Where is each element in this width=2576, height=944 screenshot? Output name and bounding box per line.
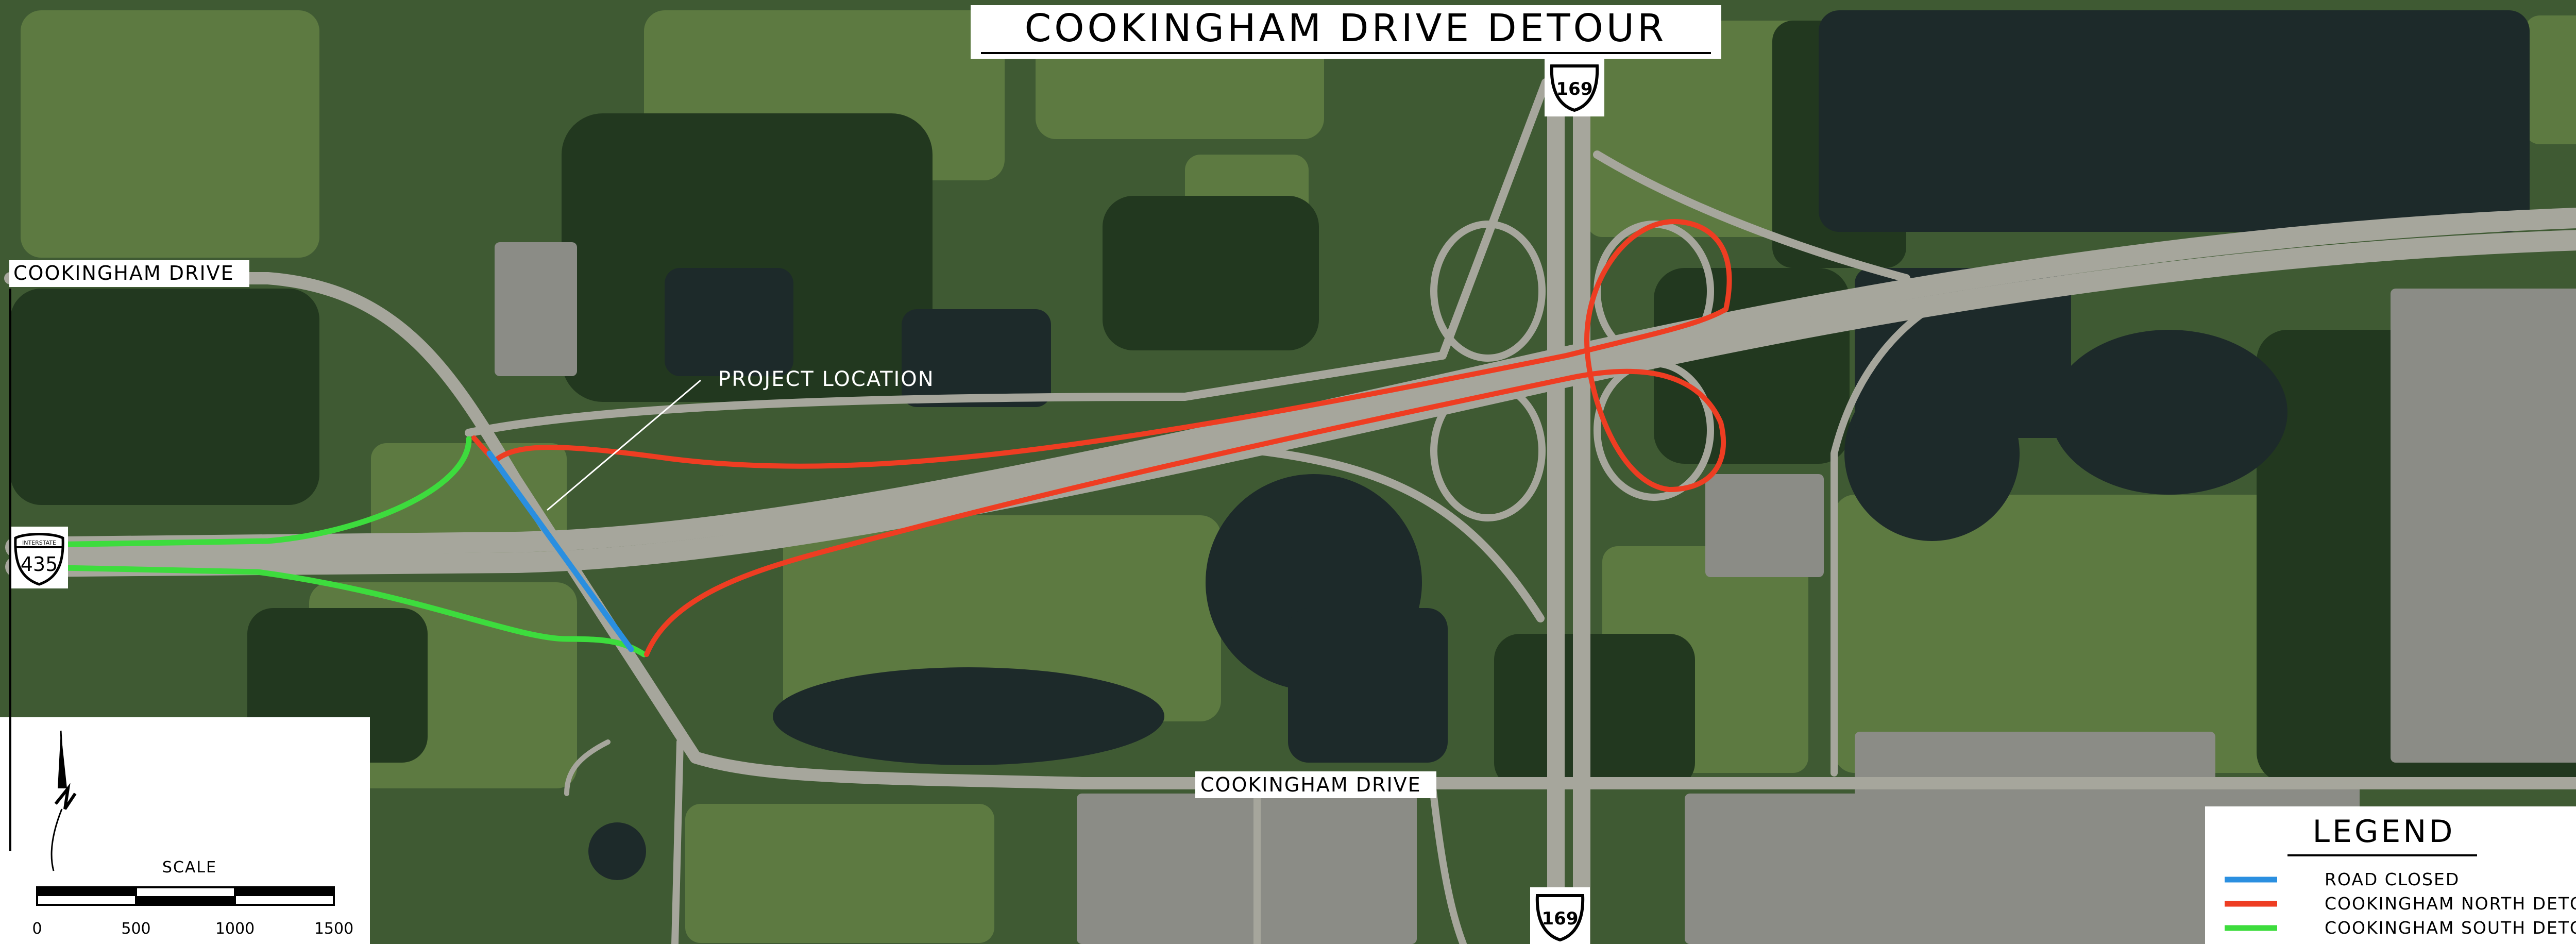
i-435-shield-west-word: INTERSTATE <box>22 540 56 546</box>
cookingham-drive <box>4 272 2576 789</box>
legend-label-road-closed: ROAD CLOSED <box>2325 869 2460 889</box>
scale-box: SCALE 0 500 1000 1500 <box>0 717 370 944</box>
cookingham-drive-label-west-text: COOKINGHAM DRIVE <box>13 262 234 284</box>
legend-title: LEGEND <box>2313 814 2455 850</box>
north-arrow-icon <box>50 730 77 871</box>
us-169-shield-north: 169 <box>1545 58 1604 116</box>
title-box: COOKINGHAM DRIVE DETOUR <box>971 5 1721 59</box>
north-detour-route <box>471 219 1732 657</box>
us-169-shield-south-number: 169 <box>1542 908 1579 929</box>
legend-label-north-detour: COOKINGHAM NORTH DETOUR ROUTE <box>2325 894 2576 914</box>
scale-tick-500: 500 <box>121 920 150 938</box>
project-location-label: PROJECT LOCATION <box>718 367 935 391</box>
project-location-leader <box>547 379 701 511</box>
cookingham-drive-label-west: COOKINGHAM DRIVE <box>9 260 249 287</box>
detour-routes <box>12 219 1732 658</box>
road-closed-segment <box>486 450 634 652</box>
water-bodies <box>588 10 2530 880</box>
legend: LEGEND ROAD CLOSED COOKINGHAM NORTH DETO… <box>2205 806 2576 944</box>
scale-tick-1500: 1500 <box>314 920 353 938</box>
map-title: COOKINGHAM DRIVE DETOUR <box>1025 6 1667 50</box>
scale-bar <box>36 886 335 906</box>
cookingham-drive-label-south-text: COOKINGHAM DRIVE <box>1200 773 1421 796</box>
i-435-shield-west: INTERSTATE 435 <box>10 527 68 588</box>
scale-tick-1000: 1000 <box>215 920 255 938</box>
us-169-shield-south: 169 <box>1530 887 1590 944</box>
south-detour-route <box>12 436 647 658</box>
legend-label-south-detour: COOKINGHAM SOUTH DETOUR ROUTE <box>2325 918 2576 938</box>
scale-label: SCALE <box>162 858 217 876</box>
cookingham-drive-label-south: COOKINGHAM DRIVE <box>1195 771 1436 798</box>
i-435-shield-west-number: 435 <box>21 553 58 576</box>
urban-areas <box>495 242 2576 944</box>
scale-tick-0: 0 <box>32 920 42 938</box>
us-169-shield-north-number: 169 <box>1556 79 1593 99</box>
